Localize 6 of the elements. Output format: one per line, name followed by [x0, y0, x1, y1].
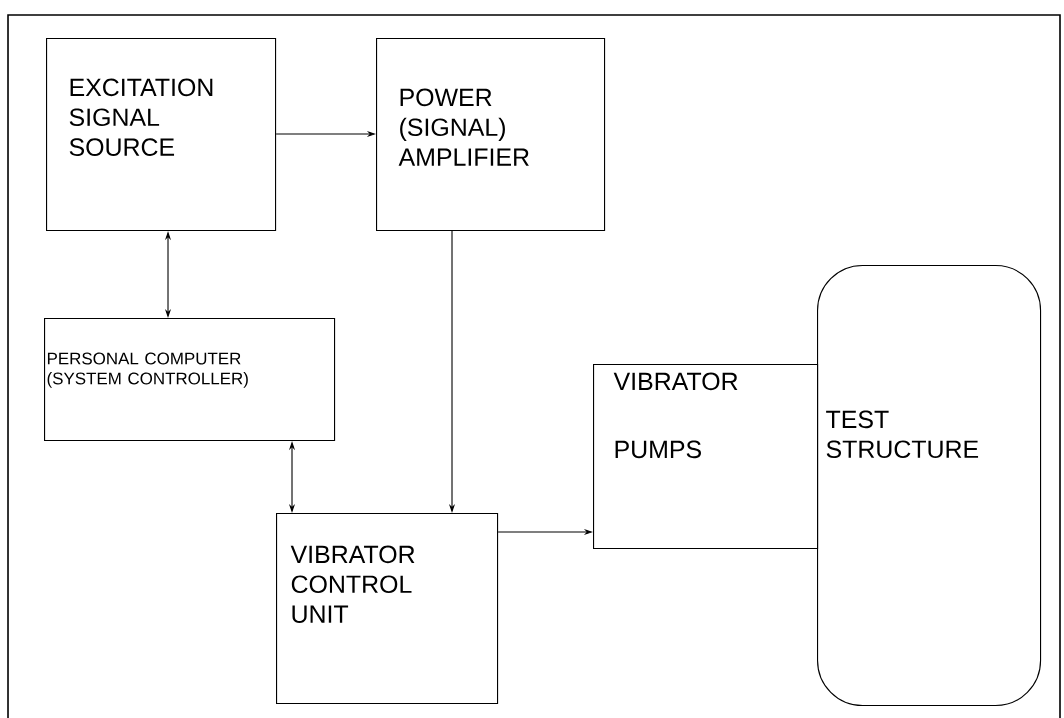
- rounded-box: TEST STRUCTURE: [817, 265, 1042, 707]
- process-box: VIBRATOR PUMPS: [593, 364, 819, 550]
- process-box: POWER (SIGNAL) AMPLIFIER: [376, 38, 606, 232]
- process-box: PERSONAL COMPUTER (SYSTEM CONTROLLER): [44, 318, 336, 442]
- process-box: EXCITATION SIGNAL SOURCE: [46, 38, 277, 232]
- process-box: VIBRATOR CONTROL UNIT: [276, 513, 499, 705]
